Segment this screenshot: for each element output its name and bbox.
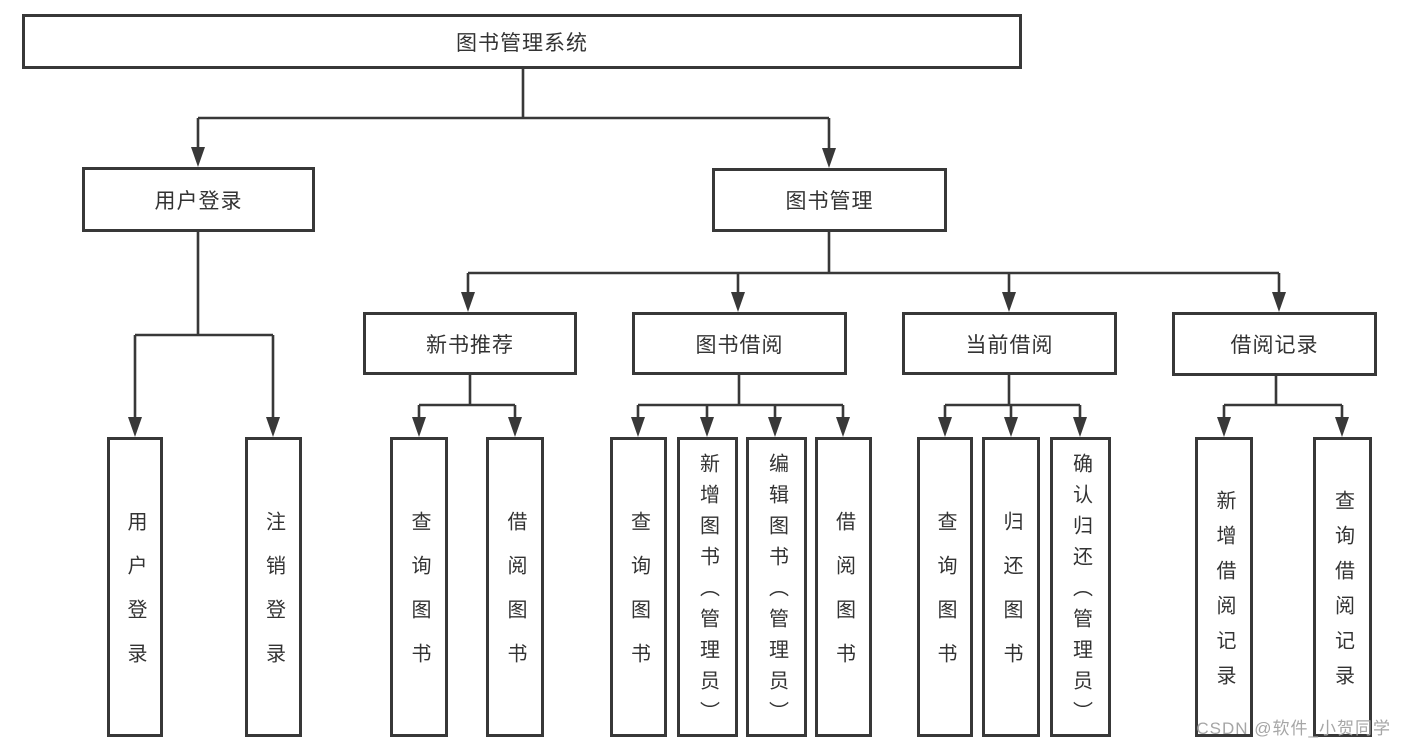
leaf-borrow-book-2: 借阅图书 (815, 437, 872, 737)
node-book-borrow: 图书借阅 (632, 312, 847, 375)
leaf-label: 注销登录 (262, 511, 285, 687)
leaf-label: 用户登录 (124, 511, 146, 687)
leaf-label: 编辑图书（管理员） (765, 453, 788, 732)
leaf-label: 新增借阅记录 (1213, 489, 1235, 700)
leaf-label: 借阅图书 (832, 511, 855, 687)
leaf-add-borrow-record: 新增借阅记录 (1195, 437, 1253, 737)
connector-paths (133, 68, 1344, 423)
leaf-label: 确认归还（管理员） (1069, 453, 1092, 732)
leaf-label: 归还图书 (1000, 511, 1022, 687)
leaf-label: 查询借阅记录 (1331, 489, 1354, 700)
csdn-watermark: CSDN @软件_小贺同学 (1196, 719, 1391, 738)
leaf-borrow-book-1: 借阅图书 (486, 437, 544, 737)
leaf-label: 查询图书 (408, 511, 430, 687)
node-new-book-recommend: 新书推荐 (363, 312, 577, 375)
leaf-logout: 注销登录 (245, 437, 302, 737)
leaf-add-book-admin: 新增图书（管理员） (677, 437, 738, 737)
leaf-query-borrow-record: 查询借阅记录 (1313, 437, 1372, 737)
node-root: 图书管理系统 (22, 14, 1022, 69)
leaf-query-book-2: 查询图书 (610, 437, 667, 737)
node-current-borrow: 当前借阅 (902, 312, 1117, 375)
node-user-login: 用户登录 (82, 167, 315, 232)
leaf-edit-book-admin: 编辑图书（管理员） (746, 437, 807, 737)
leaf-confirm-return-admin: 确认归还（管理员） (1050, 437, 1111, 737)
node-borrow-record: 借阅记录 (1172, 312, 1377, 376)
arrowheads (128, 147, 1349, 437)
leaf-query-book-3: 查询图书 (917, 437, 973, 737)
node-book-management: 图书管理 (712, 168, 947, 232)
leaf-label: 查询图书 (934, 511, 956, 687)
leaf-label: 借阅图书 (504, 511, 526, 687)
leaf-query-book-1: 查询图书 (390, 437, 448, 737)
leaf-label: 查询图书 (627, 511, 650, 687)
leaf-user-login: 用户登录 (107, 437, 163, 737)
leaf-label: 新增图书（管理员） (696, 453, 719, 732)
leaf-return-book: 归还图书 (982, 437, 1040, 737)
